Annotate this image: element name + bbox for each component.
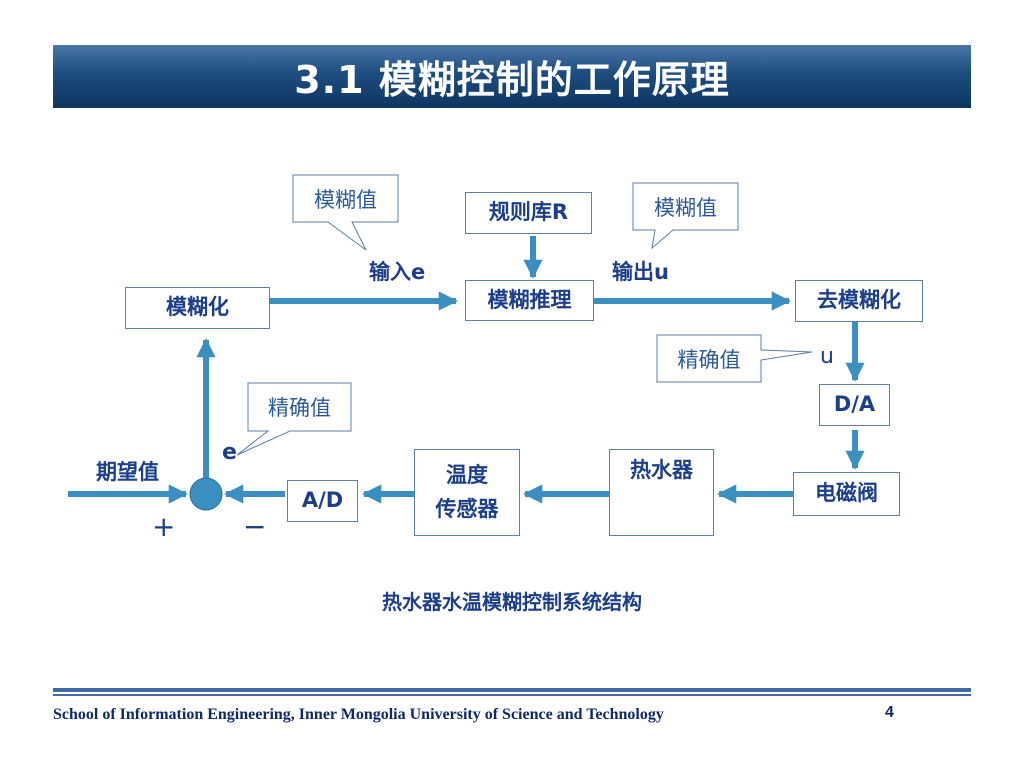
block-heater: 热水器 <box>609 449 714 536</box>
callout-fuzzy-out: 模糊值 <box>654 195 717 220</box>
block-inference: 模糊推理 <box>465 280 594 321</box>
label-minus: − <box>243 510 267 543</box>
label-u: u <box>820 344 834 369</box>
block-valve: 电磁阀 <box>793 472 900 516</box>
label-setpoint: 期望值 <box>96 460 159 484</box>
summing-junction <box>189 477 223 511</box>
callout-fuzzy-in: 模糊值 <box>314 187 377 212</box>
block-ad: A/D <box>287 480 358 522</box>
block-fuzzify: 模糊化 <box>125 287 270 329</box>
block-da: D/A <box>819 384 890 426</box>
callout-crisp-err: 精确值 <box>268 396 331 420</box>
footer-divider <box>53 688 971 696</box>
callout-shape-fuzzy-in <box>292 174 399 251</box>
sensor-label-line2: 传感器 <box>435 496 499 521</box>
label-e: e <box>222 440 237 465</box>
title-bar: 3.1 模糊控制的工作原理 <box>53 45 971 108</box>
label-input-e: 输入e <box>369 260 426 284</box>
block-defuzzify: 去模糊化 <box>795 280 923 322</box>
callout-shape-fuzzy-out <box>632 182 739 250</box>
diagram-caption: 热水器水温模糊控制系统结构 <box>382 590 642 614</box>
footer-institution: School of Information Engineering, Inner… <box>53 706 664 723</box>
block-rule-base: 规则库R <box>465 192 592 234</box>
slide-title: 3.1 模糊控制的工作原理 <box>294 58 730 102</box>
block-sensor: 温度 传感器 <box>414 449 520 536</box>
callout-crisp-out: 精确值 <box>677 347 741 372</box>
sensor-label-line1: 温度 <box>446 462 488 487</box>
label-output-u: 输出u <box>612 260 669 284</box>
callout-shape-crisp-err <box>236 382 352 456</box>
label-plus: + <box>152 510 176 543</box>
page-number: 4 <box>885 704 894 721</box>
callout-shape-crisp-out <box>656 334 813 383</box>
